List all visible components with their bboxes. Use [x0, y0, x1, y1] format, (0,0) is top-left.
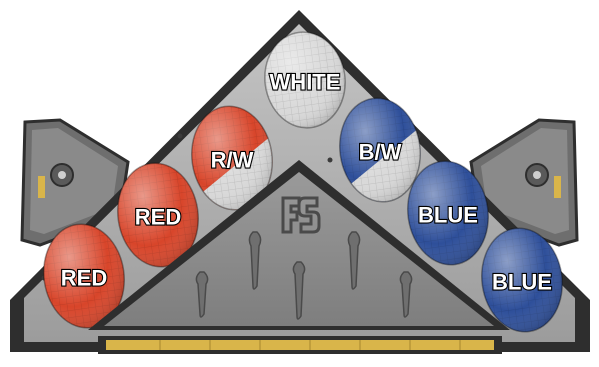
amber-strip — [98, 336, 502, 354]
lamp-label: BLUE — [492, 270, 552, 295]
lamp-label: BLUE — [418, 203, 478, 228]
lamp-label: WHITE — [270, 70, 341, 95]
lamp-label: R/W — [211, 148, 254, 173]
lamp-label: RED — [135, 205, 181, 230]
lamp-label: RED — [61, 266, 107, 291]
lamp-label: B/W — [359, 140, 402, 165]
